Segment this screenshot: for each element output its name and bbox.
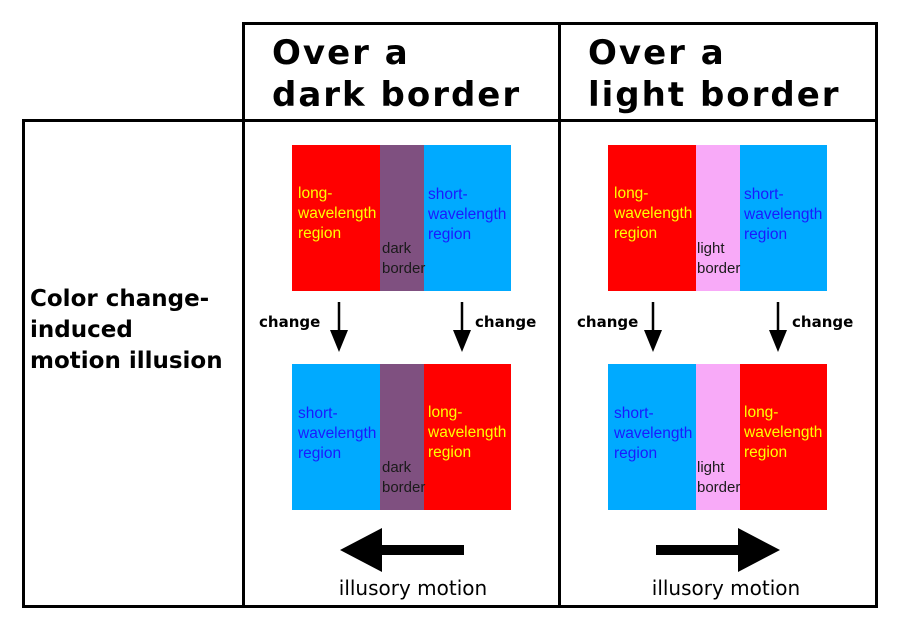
dark-change-arrow-right [453, 302, 471, 352]
header-dark-border: Over a dark border [272, 33, 522, 115]
left-motion-arrow [340, 528, 464, 572]
light-top-border-label: light border [697, 240, 741, 277]
light-bottom-long-label: long- wavelength region [744, 404, 823, 461]
dark-top-long-region [292, 145, 380, 291]
grid-right-line [875, 22, 878, 608]
dark-top-border-label: dark border [382, 240, 426, 277]
dark-top-short-region [424, 145, 511, 291]
light-bottom-border-strip [696, 364, 740, 510]
header-light-border: Over a light border [588, 33, 841, 115]
light-change-label-left: change [577, 313, 639, 331]
dark-top-border-strip [380, 145, 424, 291]
dark-illusory-motion-label: illusory motion [338, 576, 488, 600]
light-top-long-label: long- wavelength region [614, 185, 693, 242]
light-bottom-short-label: short- wavelength region [614, 405, 693, 462]
light-top-border-strip [696, 145, 740, 291]
dark-top-long-label: long- wavelength region [298, 185, 377, 242]
grid-bottom-line [22, 605, 878, 608]
grid-col-divider-2 [558, 22, 561, 608]
right-motion-arrow [656, 528, 780, 572]
dark-change-arrow-left [330, 302, 348, 352]
dark-top-short-label: short- wavelength region [428, 186, 507, 243]
dark-bottom-short-region [292, 364, 380, 510]
light-illusory-motion-label: illusory motion [651, 576, 801, 600]
dark-bottom-long-region [424, 364, 511, 510]
row-label: Color change- induced motion illusion [30, 286, 223, 374]
light-top-short-label: short- wavelength region [744, 186, 823, 243]
dark-change-label-left: change [259, 313, 321, 331]
dark-bottom-long-label: long- wavelength region [428, 404, 507, 461]
grid-col-divider-1 [242, 22, 245, 608]
dark-bottom-border-label: dark border [382, 459, 426, 496]
dark-bottom-border-strip [380, 364, 424, 510]
light-bottom-short-region [608, 364, 696, 510]
light-change-arrow-right [769, 302, 787, 352]
light-top-long-region [608, 145, 696, 291]
grid-header-divider [22, 119, 878, 122]
dark-bottom-short-label: short- wavelength region [298, 405, 377, 462]
light-change-label-right: change [792, 313, 854, 331]
light-bottom-border-label: light border [697, 459, 741, 496]
light-top-short-region [740, 145, 827, 291]
dark-change-label-right: change [475, 313, 537, 331]
light-bottom-long-region [740, 364, 827, 510]
grid-left-line [22, 119, 25, 608]
light-change-arrow-left [644, 302, 662, 352]
